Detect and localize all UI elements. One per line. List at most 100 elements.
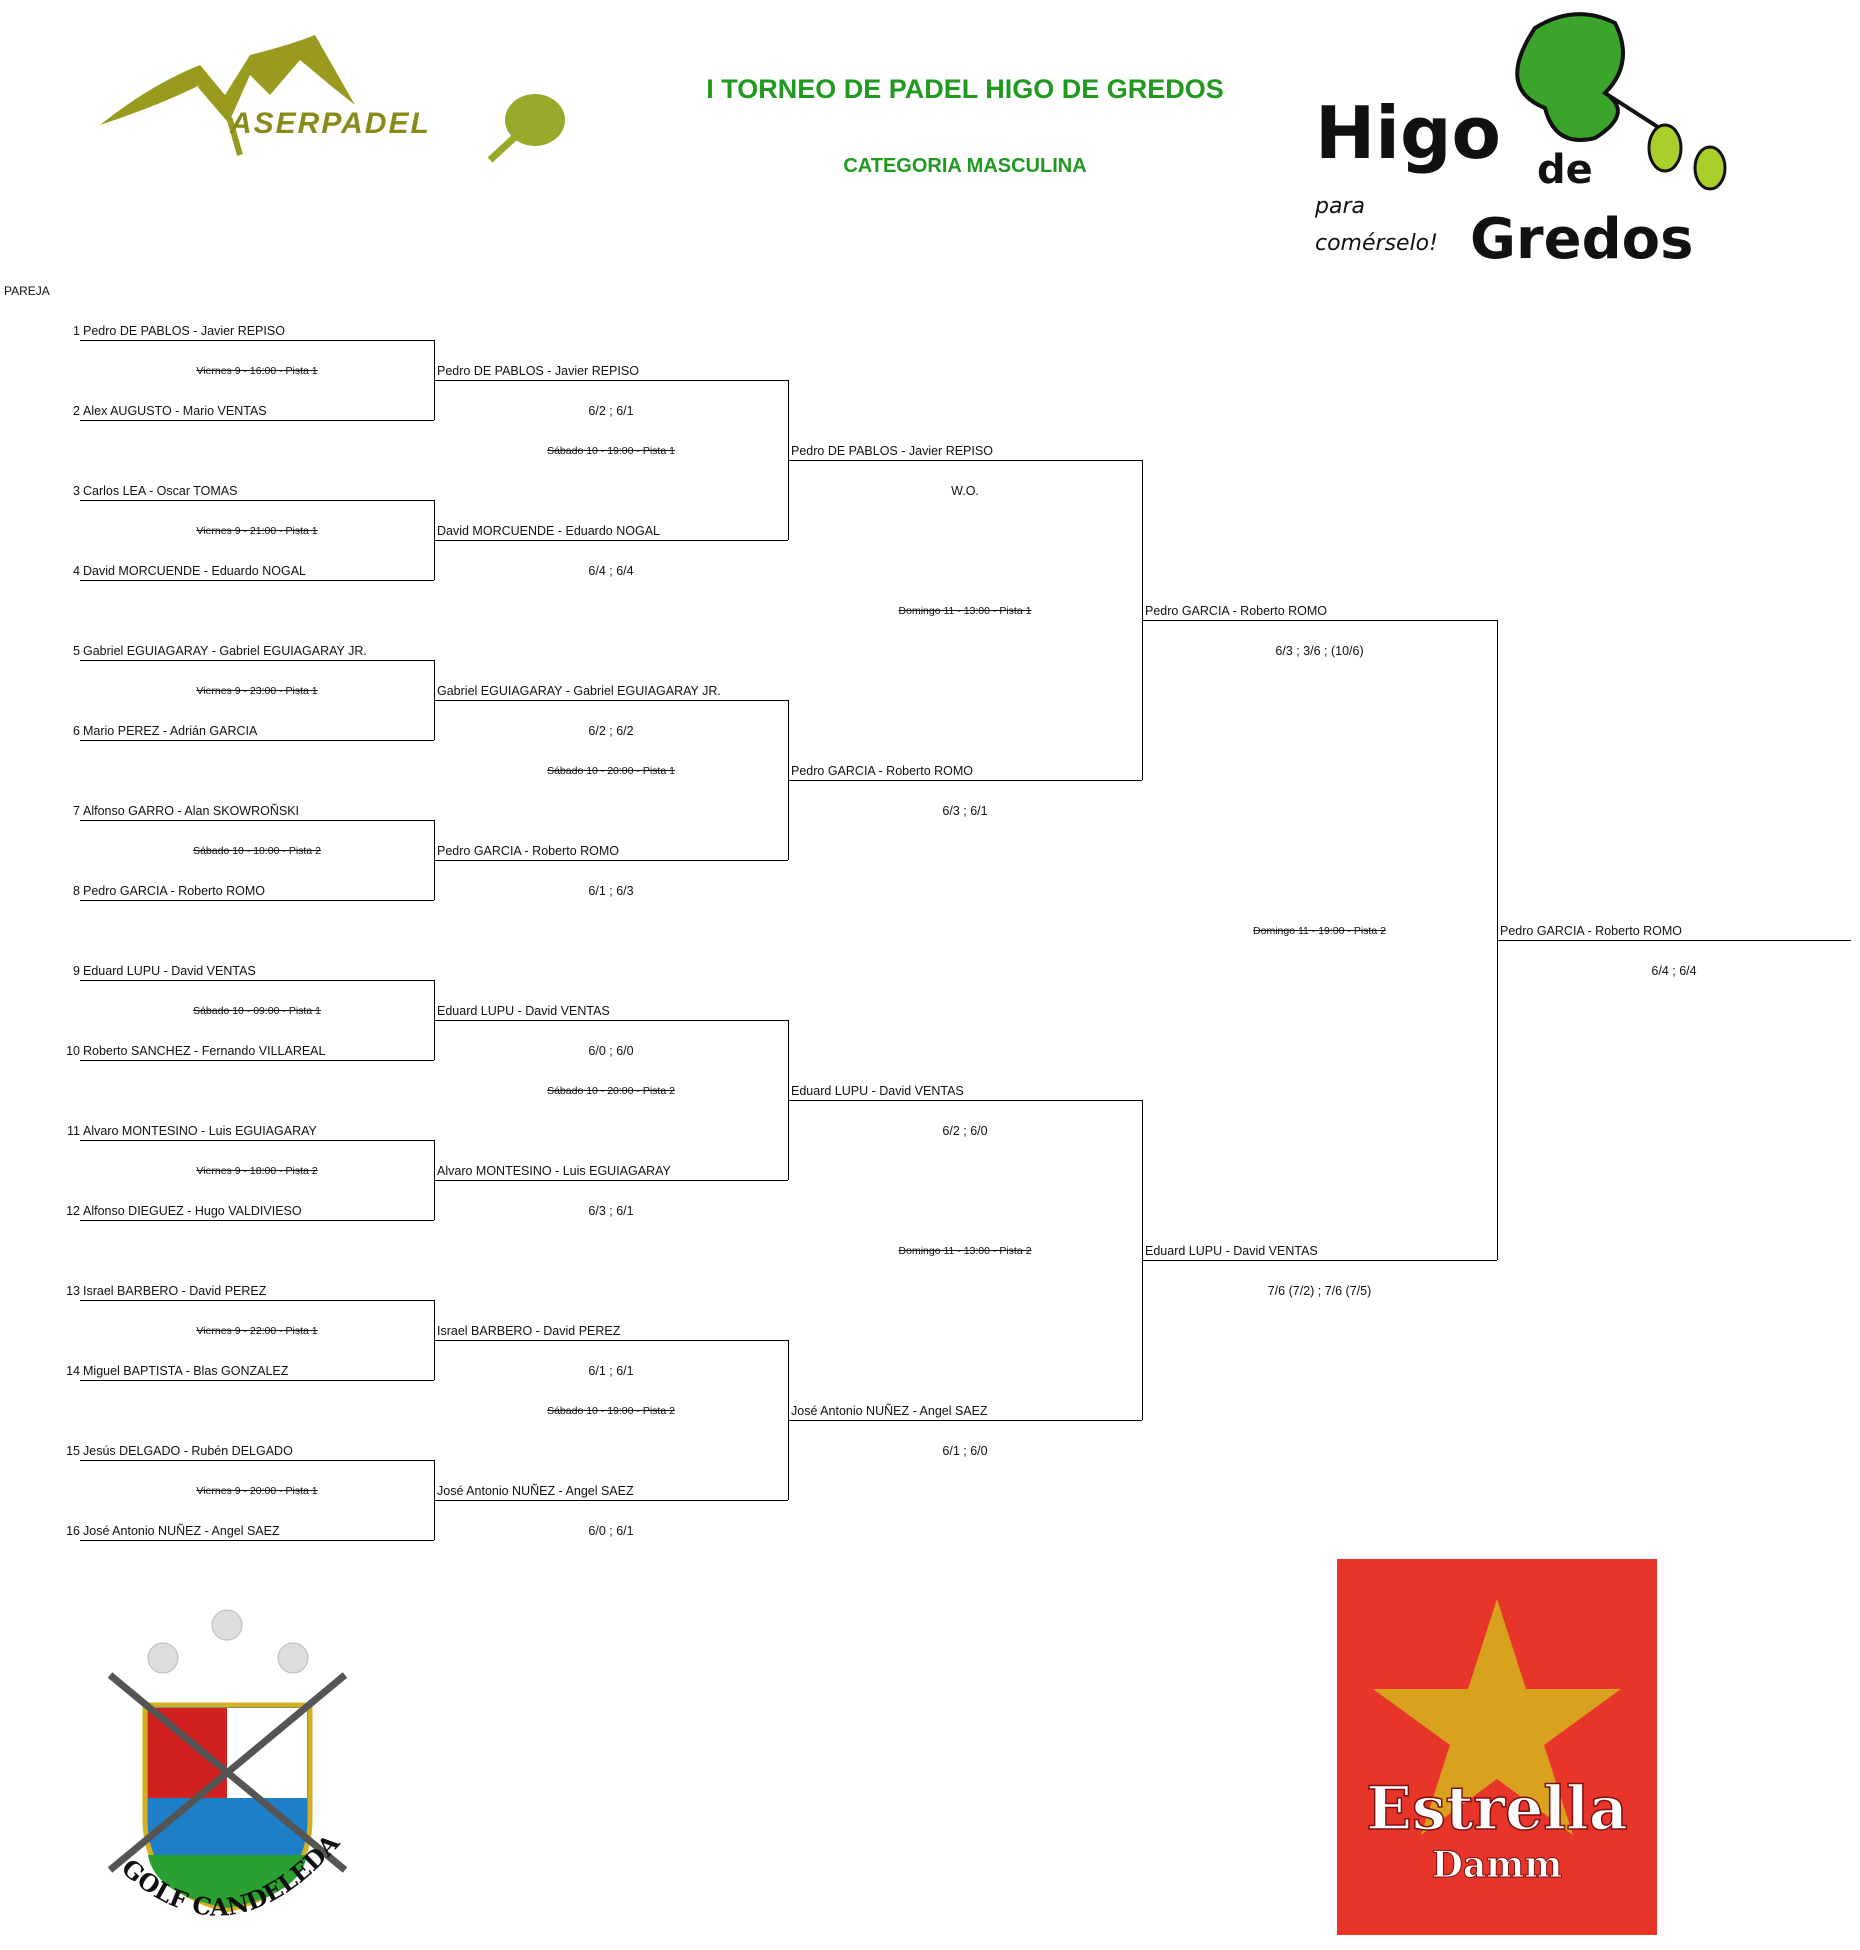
- match-score: 6/0 ; 6/0: [588, 1044, 634, 1058]
- seed-number: 10: [66, 1044, 80, 1058]
- match-score: 6/3 ; 3/6 ; (10/6): [1275, 644, 1364, 658]
- bracket-line: [80, 900, 434, 901]
- match-schedule: Viernes 9 - 16:00 - Pista 1: [196, 365, 318, 377]
- higo-wordmark: Higo: [1315, 91, 1501, 175]
- round2-pair: Israel BARBERO - David PEREZ: [437, 1324, 621, 1338]
- higo-de-gredos-logo: Higo de Gredos para comérselo!: [1314, 12, 1727, 272]
- seed-number: 15: [66, 1444, 80, 1458]
- match-score: 6/2 ; 6/0: [942, 1124, 988, 1138]
- golf-candeleda-logo: GOLF CANDELEDA: [107, 1609, 348, 1922]
- final-score: 6/4 ; 6/4: [1651, 964, 1697, 978]
- round1-entrant: Mario PEREZ - Adrián GARCIA: [83, 724, 258, 738]
- bracket-line: [434, 1180, 788, 1181]
- round2-pair: Eduard LUPU - David VENTAS: [437, 1004, 610, 1018]
- match-score: 6/2 ; 6/1: [588, 404, 634, 418]
- round2-pair: Gabriel EGUIAGARAY - Gabriel EGUIAGARAY …: [437, 684, 721, 698]
- round3-pair: José Antonio NUÑEZ - Angel SAEZ: [791, 1404, 988, 1418]
- finalist-pair: Pedro GARCIA - Roberto ROMO: [1145, 604, 1328, 618]
- final-schedule: Domingo 11 - 19:00 - Pista 2: [1253, 925, 1386, 937]
- damm-wordmark: Damm: [1432, 1844, 1563, 1886]
- round3-pair: Eduard LUPU - David VENTAS: [791, 1084, 964, 1098]
- bracket-line: [80, 420, 434, 421]
- champion-line: [1497, 940, 1851, 941]
- tournament-title: I TORNEO DE PADEL HIGO DE GREDOS: [706, 74, 1224, 104]
- bracket-line: [788, 1420, 1142, 1421]
- seed-number: 14: [66, 1364, 80, 1378]
- seed-number: 3: [73, 484, 80, 498]
- round1-entrant: Alfonso GARRO - Alan SKOWROÑSKI: [83, 804, 300, 818]
- match-schedule: Viernes 9 - 23:00 - Pista 1: [196, 685, 318, 697]
- round1-entrant: Pedro GARCIA - Roberto ROMO: [83, 884, 266, 898]
- bracket-line: [1142, 620, 1497, 621]
- finalist-pair: Eduard LUPU - David VENTAS: [1145, 1244, 1318, 1258]
- seed-number: 12: [66, 1204, 80, 1218]
- estrella-wordmark: Estrella: [1366, 1774, 1627, 1844]
- bracket-line: [1142, 1260, 1497, 1261]
- match-schedule: Viernes 9 - 20:00 - Pista 1: [196, 1485, 318, 1497]
- higo-de-text: de: [1537, 147, 1593, 193]
- aserpadel-logo: ASERPADEL: [100, 35, 565, 163]
- seed-number: 7: [73, 804, 80, 818]
- round1-entrant: Eduard LUPU - David VENTAS: [83, 964, 256, 978]
- seed-number: 11: [67, 1124, 80, 1138]
- round1-entrant: Carlos LEA - Oscar TOMAS: [83, 484, 238, 498]
- bracket-line: [788, 780, 1142, 781]
- bracket-line: [434, 1340, 788, 1341]
- bracket-line: [788, 1100, 1142, 1101]
- match-score: 6/4 ; 6/4: [588, 564, 634, 578]
- match-schedule: Sábado 10 - 20:00 - Pista 1: [547, 765, 675, 777]
- match-schedule: Sábado 10 - 20:00 - Pista 2: [547, 1085, 675, 1097]
- seed-number: 4: [73, 564, 80, 578]
- round1-entrant: Gabriel EGUIAGARAY - Gabriel EGUIAGARAY …: [83, 644, 367, 658]
- bracket-line: [788, 460, 1142, 461]
- bracket-line: [80, 1460, 434, 1461]
- seed-number: 9: [73, 964, 80, 978]
- seed-number: 8: [73, 884, 80, 898]
- bracket-line: [80, 740, 434, 741]
- category-subtitle: CATEGORIA MASCULINA: [843, 155, 1087, 177]
- match-schedule: Domingo 11 - 13:00 - Pista 1: [898, 605, 1032, 617]
- seed-number: 16: [66, 1524, 80, 1538]
- match-score: 6/2 ; 6/2: [588, 724, 634, 738]
- round2-pair: Alvaro MONTESINO - Luis EGUIAGARAY: [437, 1164, 671, 1178]
- round1-entrant: Israel BARBERO - David PEREZ: [83, 1284, 267, 1298]
- bracket-line: [434, 1500, 788, 1501]
- bracket-line: [434, 1020, 788, 1021]
- estrella-damm-logo: Estrella Damm: [1337, 1559, 1657, 1935]
- match-score: 6/3 ; 6/1: [942, 804, 988, 818]
- bracket-line: [80, 500, 434, 501]
- match-schedule: Viernes 9 - 22:00 - Pista 1: [196, 1325, 318, 1337]
- round1-entrant: Alvaro MONTESINO - Luis EGUIAGARAY: [83, 1124, 317, 1138]
- round1-entrant: José Antonio NUÑEZ - Angel SAEZ: [83, 1524, 280, 1538]
- round3-pair: Pedro GARCIA - Roberto ROMO: [791, 764, 974, 778]
- bracket-line: [80, 660, 434, 661]
- higo-para-text: para: [1314, 194, 1365, 219]
- aserpadel-wordmark: ASERPADEL: [229, 107, 431, 140]
- seed-number: 5: [73, 644, 80, 658]
- round1-entrant: Jesús DELGADO - Rubén DELGADO: [83, 1444, 293, 1458]
- match-schedule: Sábado 10 - 19:00 - Pista 2: [547, 1405, 675, 1417]
- bracket-line: [434, 380, 788, 381]
- bracket-line: [80, 1140, 434, 1141]
- bracket-line: [434, 860, 788, 861]
- bracket-line: [80, 1220, 434, 1221]
- round1-entrant: Alfonso DIEGUEZ - Hugo VALDIVIESO: [83, 1204, 302, 1218]
- column-label: PAREJA: [4, 284, 50, 298]
- match-score: 6/1 ; 6/3: [588, 884, 634, 898]
- round1-entrant: Pedro DE PABLOS - Javier REPISO: [83, 324, 285, 338]
- seed-number: 6: [73, 724, 80, 738]
- match-schedule: Sábado 10 - 19:00 - Pista 1: [547, 445, 675, 457]
- round1-entrant: Alex AUGUSTO - Mario VENTAS: [83, 404, 267, 418]
- match-schedule: Domingo 11 - 13:00 - Pista 2: [898, 1245, 1032, 1257]
- match-schedule: Sábado 10 - 10:00 - Pista 2: [193, 845, 321, 857]
- bracket-line: [80, 1380, 434, 1381]
- seed-number: 1: [73, 324, 80, 338]
- gredos-text: Gredos: [1470, 207, 1693, 272]
- match-score: 7/6 (7/2) ; 7/6 (7/5): [1267, 1284, 1372, 1298]
- round2-pair: David MORCUENDE - Eduardo NOGAL: [437, 524, 660, 538]
- seed-number: 13: [66, 1284, 80, 1298]
- bracket-line: [80, 580, 434, 581]
- match-schedule: Viernes 9 - 18:00 - Pista 2: [196, 1165, 318, 1177]
- match-score: 6/1 ; 6/1: [588, 1364, 634, 1378]
- match-score: W.O.: [951, 484, 979, 498]
